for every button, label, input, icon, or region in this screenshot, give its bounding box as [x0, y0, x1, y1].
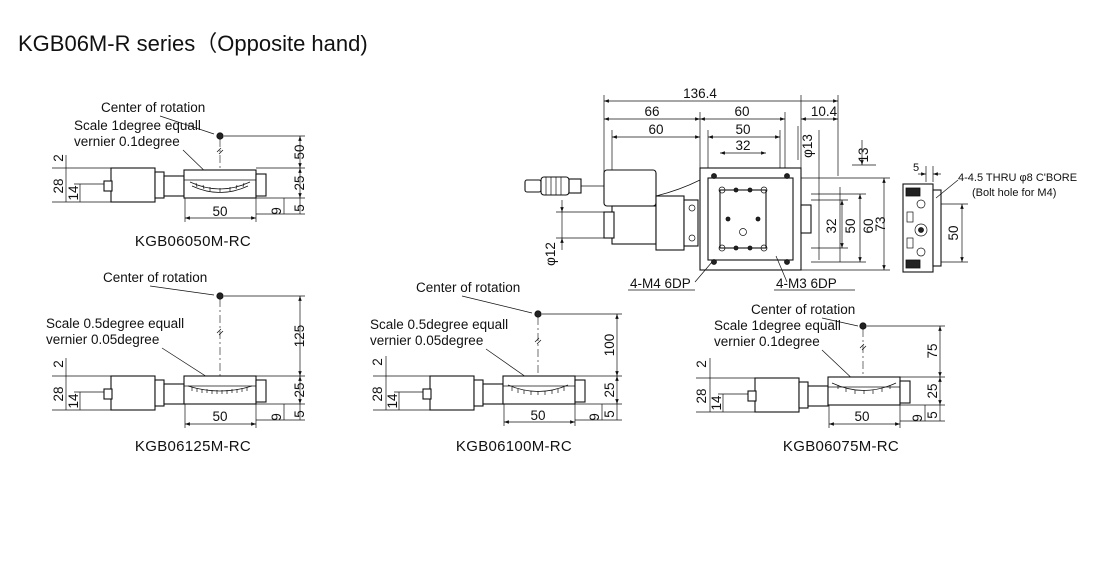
dim-2: 2: [694, 360, 709, 368]
mounting-holes: [711, 173, 790, 265]
motor-body: [110, 167, 156, 203]
view-kgb06050m-rc: Center of rotation Scale 1degree equall …: [51, 100, 307, 250]
dim-radius: 125: [292, 325, 307, 348]
dim-2: 2: [370, 358, 385, 366]
dim-9: 9: [269, 413, 284, 421]
dim-60-right: 60: [861, 218, 876, 233]
dim-5: 5: [602, 410, 617, 418]
dim-28: 28: [51, 178, 66, 193]
dim-radius: 50: [292, 144, 307, 159]
view-kgb06125m-rc: Center of rotation Scale 0.5degree equal…: [46, 270, 307, 455]
motor-body: [429, 375, 475, 411]
rotation-center-mark: [216, 132, 224, 140]
dim-32-top: 32: [735, 138, 750, 153]
dim-9: 9: [269, 207, 284, 215]
scale-label-line2: vernier 0.1degree: [74, 134, 180, 149]
dim-10-4: 10.4: [811, 104, 838, 119]
dim-width: 50: [212, 204, 227, 219]
dim-13: 13: [856, 147, 871, 162]
rotation-center-mark: [216, 292, 224, 300]
dim-136-4: 136.4: [683, 86, 717, 101]
stage-body: [183, 375, 257, 405]
dim-32-right: 32: [824, 218, 839, 233]
dim-60-top: 60: [734, 104, 749, 119]
dim-28: 28: [694, 388, 709, 403]
dim-50: 50: [735, 122, 750, 137]
model-caption: KGB06100M-RC: [456, 438, 572, 455]
motor-body: [603, 169, 657, 207]
dim-5: 5: [913, 162, 919, 174]
dim-5: 5: [925, 411, 940, 419]
center-of-rotation-label: Center of rotation: [101, 100, 205, 115]
dim-14: 14: [385, 393, 400, 409]
dim-25: 25: [602, 382, 617, 397]
view-kgb06075m-rc: Center of rotation Scale 1degree equall …: [694, 302, 945, 455]
dim-14: 14: [66, 393, 81, 409]
side-view: 5 50 4-4.5 THRU φ8 C'BORE (Bolt hole for…: [902, 162, 1077, 273]
dim-25: 25: [292, 382, 307, 397]
rotation-center-mark: [534, 310, 542, 318]
dim-14: 14: [66, 185, 81, 201]
center-of-rotation-label: Center of rotation: [751, 302, 855, 317]
scale-label-line2: vernier 0.05degree: [370, 333, 483, 348]
model-caption: KGB06050M-RC: [135, 233, 251, 250]
view-kgb06100m-rc: Center of rotation Scale 0.5degree equal…: [370, 280, 622, 455]
dim-9: 9: [587, 413, 602, 421]
scale-label-line1: Scale 0.5degree equall: [370, 317, 508, 332]
center-of-rotation-label: Center of rotation: [416, 280, 520, 295]
scale-label-line2: vernier 0.05degree: [46, 332, 159, 347]
dim-width: 50: [212, 409, 227, 424]
dim-phi13: φ13: [800, 134, 815, 158]
dim-66: 66: [644, 104, 659, 119]
dim-radius: 100: [602, 334, 617, 357]
scale-label-line1: Scale 1degree equall: [74, 118, 201, 133]
callout-4-m4: 4-M4 6DP: [630, 276, 691, 291]
dim-50: 50: [946, 225, 961, 240]
scale-label-line1: Scale 0.5degree equall: [46, 316, 184, 331]
model-caption: KGB06075M-RC: [783, 438, 899, 455]
dim-60-left: 60: [648, 122, 663, 137]
dim-radius: 75: [925, 343, 940, 358]
dim-28: 28: [370, 386, 385, 401]
dim-width: 50: [854, 409, 869, 424]
motor-body: [754, 377, 800, 413]
bolt-hole-label-line1: 4-4.5 THRU φ8 C'BORE: [958, 172, 1077, 184]
scale-label-line1: Scale 1degree equall: [714, 318, 841, 333]
center-of-rotation-label: Center of rotation: [103, 270, 207, 285]
dim-50-right: 50: [843, 218, 858, 233]
page-title: KGB06M-R series（Opposite hand): [18, 31, 368, 56]
dim-9: 9: [910, 414, 925, 422]
dim-5: 5: [292, 410, 307, 418]
dim-73: 73: [873, 216, 888, 231]
dim-phi12: φ12: [543, 242, 558, 266]
stage-body: [502, 375, 576, 405]
dim-25: 25: [292, 175, 307, 190]
side-body: [902, 183, 934, 273]
rotation-center-mark: [859, 322, 867, 330]
dim-14: 14: [709, 395, 724, 411]
top-view: 136.4 66 60 10.4 60 50 32 φ13 13: [524, 86, 890, 291]
dim-28: 28: [51, 386, 66, 401]
dim-25: 25: [925, 383, 940, 398]
dim-5: 5: [292, 204, 307, 212]
dim-width: 50: [530, 408, 545, 423]
model-caption: KGB06125M-RC: [135, 438, 251, 455]
motor-body: [110, 375, 156, 411]
dim-2: 2: [51, 154, 66, 162]
callout-4-m3: 4-M3 6DP: [776, 276, 837, 291]
scale-label-line2: vernier 0.1degree: [714, 334, 820, 349]
bolt-hole-label-line2: (Bolt hole for M4): [972, 187, 1056, 199]
dim-2: 2: [51, 360, 66, 368]
